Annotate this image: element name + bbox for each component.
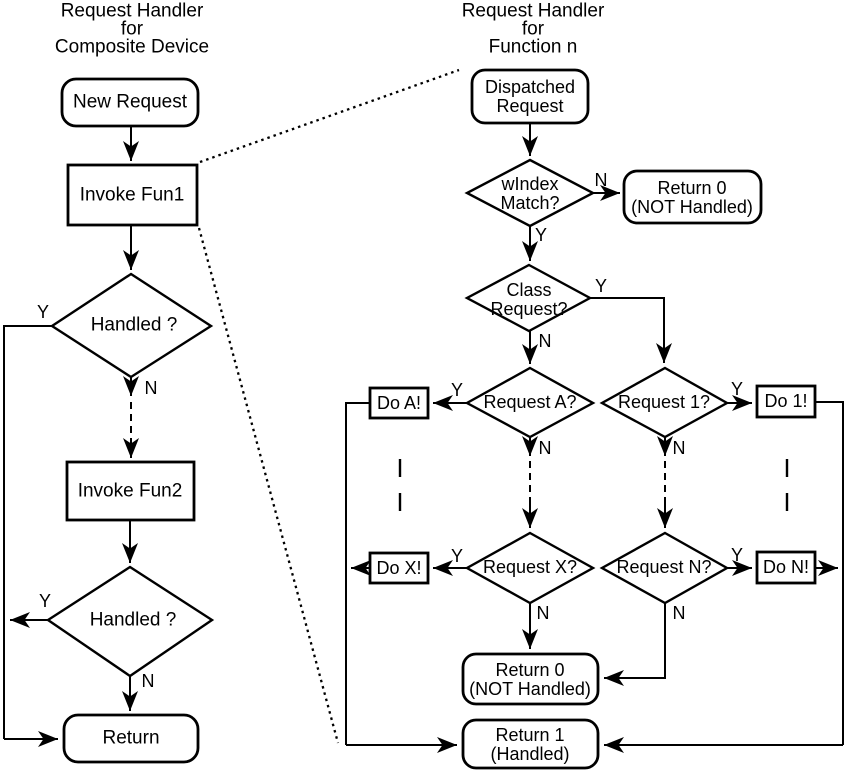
request-1-label: Request 1? xyxy=(618,392,710,412)
left-chart-title-line2: for xyxy=(121,19,144,40)
left-chart-title-line3: Composite Device xyxy=(55,37,209,58)
class-request-line2: Request? xyxy=(490,299,567,319)
node-do-n: Do N! xyxy=(755,550,817,585)
invoke-fun2-label: Invoke Fun2 xyxy=(78,481,183,502)
handled-1-no-label: N xyxy=(145,378,158,398)
node-windex-match: wIndex Match? xyxy=(464,158,596,228)
windex-match-line2: Match? xyxy=(500,193,559,213)
do-a-label: Do A! xyxy=(377,393,421,413)
windex-match-line1: wIndex xyxy=(500,174,558,194)
do-1-label: Do 1! xyxy=(764,391,807,411)
request-a-label: Request A? xyxy=(483,392,576,412)
handled-2-yes-label: Y xyxy=(39,591,51,611)
class-no-label: N xyxy=(539,331,552,351)
request1-no-label: N xyxy=(673,438,686,458)
return0-bottom-line2: (NOT Handled) xyxy=(469,679,591,699)
right-chart-title-line2: for xyxy=(522,19,545,40)
return-label: Return xyxy=(102,728,159,749)
edge-handled1-yes-rail xyxy=(3,325,52,739)
node-new-request: New Request xyxy=(60,77,200,128)
node-return0-top: Return 0 (NOT Handled) xyxy=(622,169,763,225)
zoom-connector-top xyxy=(199,68,460,164)
node-invoke-fun2: Invoke Fun2 xyxy=(65,460,196,522)
requestx-yes-label: Y xyxy=(451,546,463,566)
node-class-request: Class Request? xyxy=(464,263,593,333)
windex-yes-label: Y xyxy=(535,225,547,245)
node-return1: Return 1 (Handled) xyxy=(461,718,600,770)
dispatched-request-line1: Dispatched xyxy=(485,77,575,97)
node-return: Return xyxy=(62,713,200,764)
node-handled-1: Handled ? xyxy=(49,272,214,379)
edge-doa-left-rail xyxy=(345,402,370,745)
requestn-yes-label: Y xyxy=(731,545,743,565)
node-request-n: Request N? xyxy=(599,531,730,605)
return0-top-line1: Return 0 xyxy=(657,178,726,198)
edge-requestn-no-to-return0 xyxy=(604,603,666,686)
node-request-x: Request X? xyxy=(464,531,596,605)
do-x-label: Do X! xyxy=(376,558,421,578)
edge-class-yes-to-request1 xyxy=(590,297,672,363)
do-n-label: Do N! xyxy=(763,557,809,577)
node-request-1: Request 1? xyxy=(599,366,730,439)
node-do-a: Do A! xyxy=(368,386,430,420)
node-do-1: Do 1! xyxy=(755,384,817,419)
node-handled-2: Handled ? xyxy=(45,565,215,678)
node-return0-bottom: Return 0 (NOT Handled) xyxy=(461,652,600,706)
requesta-no-label: N xyxy=(539,438,552,458)
handled-1-label: Handled ? xyxy=(91,315,178,336)
return1-line1: Return 1 xyxy=(495,725,564,745)
requestn-no-label: N xyxy=(673,603,686,623)
request-x-label: Request X? xyxy=(483,557,577,577)
right-chart-title-line3: Function n xyxy=(489,37,578,58)
return0-top-line2: (NOT Handled) xyxy=(631,197,753,217)
return1-line2: (Handled) xyxy=(490,744,569,764)
node-dispatched-request: Dispatched Request xyxy=(470,68,590,125)
requestx-no-label: N xyxy=(537,603,550,623)
composite-device-flowchart: Request Handler for Composite Device New… xyxy=(3,1,215,764)
right-chart-title-line1: Request Handler xyxy=(462,1,605,22)
edge-do1-right-rail xyxy=(815,401,844,745)
dispatched-request-line2: Request xyxy=(496,96,563,116)
handled-2-label: Handled ? xyxy=(90,610,177,631)
left-chart-title-line1: Request Handler xyxy=(61,1,204,22)
requesta-yes-label: Y xyxy=(451,380,463,400)
class-request-line1: Class xyxy=(506,280,551,300)
windex-no-label: N xyxy=(595,170,608,190)
handled-2-no-label: N xyxy=(142,671,155,691)
new-request-label: New Request xyxy=(73,92,188,113)
invoke-fun1-label: Invoke Fun1 xyxy=(80,185,185,206)
node-do-x: Do X! xyxy=(368,551,430,585)
class-yes-label: Y xyxy=(595,276,607,296)
request1-yes-label: Y xyxy=(731,379,743,399)
node-request-a: Request A? xyxy=(464,366,596,439)
function-n-flowchart: Request Handler for Function n xyxy=(345,1,844,770)
handled-1-yes-label: Y xyxy=(37,302,49,322)
zoom-connector-bottom xyxy=(197,227,340,744)
return0-bottom-line1: Return 0 xyxy=(495,660,564,680)
node-invoke-fun1: Invoke Fun1 xyxy=(66,163,199,227)
request-n-label: Request N? xyxy=(616,557,711,577)
